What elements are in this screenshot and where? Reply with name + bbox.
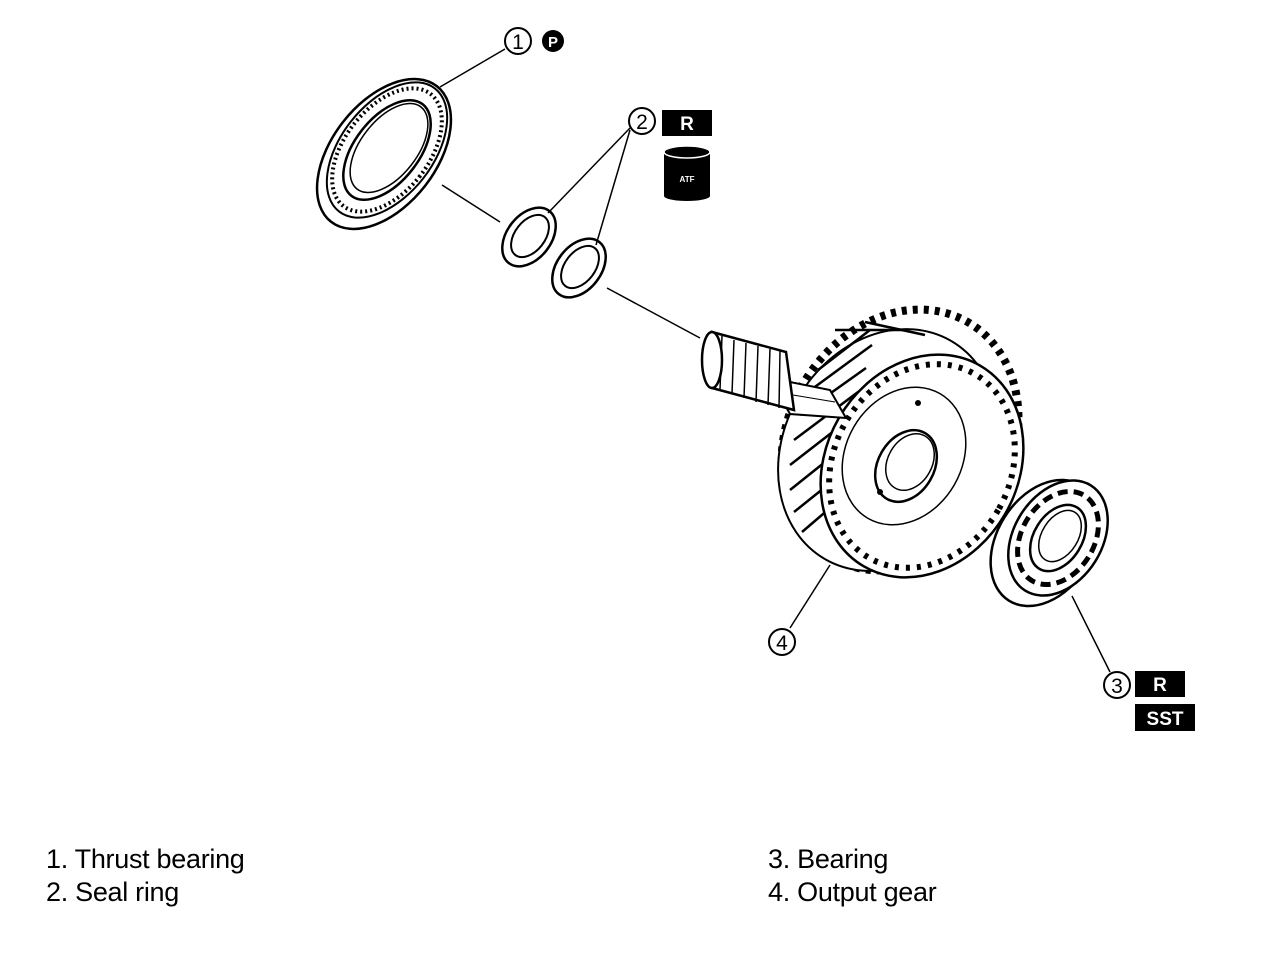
mark-r-box-3 [1135, 671, 1185, 697]
callout-4-circle [768, 628, 796, 656]
mark-r-label-3: R [1153, 675, 1167, 696]
atf-fluid-can-icon [663, 145, 711, 201]
thrust-bearing [315, 77, 453, 231]
legend-left: 1. Thrust bearing 2. Seal ring [46, 843, 245, 909]
callout-4-number: 4 [776, 632, 788, 655]
callout-3-circle [1103, 671, 1131, 699]
legend-item-output-gear: 4. Output gear [768, 877, 937, 907]
callout-2-number: 2 [636, 111, 648, 134]
legend-item-seal-ring: 2. Seal ring [46, 877, 179, 907]
legend-item-bearing: 3. Bearing [768, 844, 889, 874]
mark-sst-box [1135, 704, 1195, 731]
legend-item-thrust-bearing: 1. Thrust bearing [46, 844, 245, 874]
mark-p-label: P [548, 34, 558, 51]
mark-sst-label: SST [1147, 709, 1184, 730]
mark-r-box [662, 110, 712, 136]
ball-bearing [989, 478, 1109, 608]
seal-ring-b [551, 237, 607, 299]
callout-3-number: 3 [1111, 675, 1123, 698]
atf-label: ATF [680, 175, 695, 184]
callout-1-circle [504, 27, 532, 55]
legend-right: 3. Bearing 4. Output gear [768, 843, 937, 909]
callout-1-number: 1 [512, 31, 524, 54]
output-gear [700, 305, 1025, 579]
mark-r-label: R [680, 114, 694, 135]
callout-2-circle [628, 107, 656, 135]
replace-part-mark-icon [542, 30, 564, 52]
seal-ring-a [501, 206, 557, 268]
